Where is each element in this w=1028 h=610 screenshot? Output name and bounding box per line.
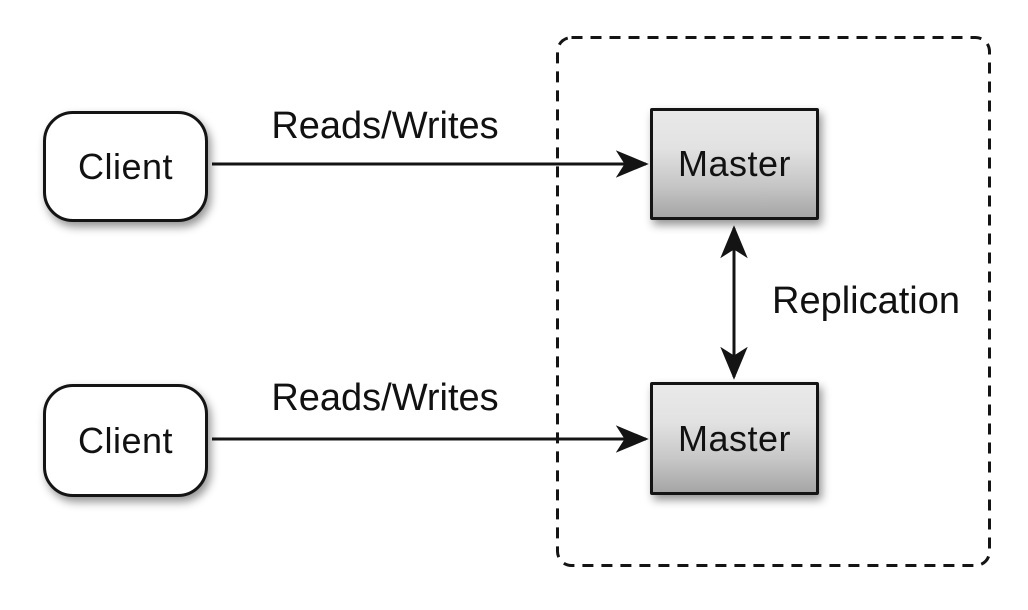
edge-label-reads-writes-top: Reads/Writes <box>271 105 499 147</box>
node-master-bottom-label: Master <box>677 417 792 459</box>
cluster-boundary <box>556 36 991 567</box>
node-client-top: Client <box>43 111 208 222</box>
node-client-bottom: Client <box>43 384 208 497</box>
node-master-bottom: Master <box>650 382 819 495</box>
node-master-top: Master <box>650 108 819 220</box>
edge-label-replication: Replication <box>772 280 960 322</box>
edge-label-reads-writes-bottom: Reads/Writes <box>271 377 499 419</box>
node-client-bottom-label: Client <box>77 419 174 461</box>
node-client-top-label: Client <box>77 145 174 187</box>
node-master-top-label: Master <box>677 143 792 184</box>
